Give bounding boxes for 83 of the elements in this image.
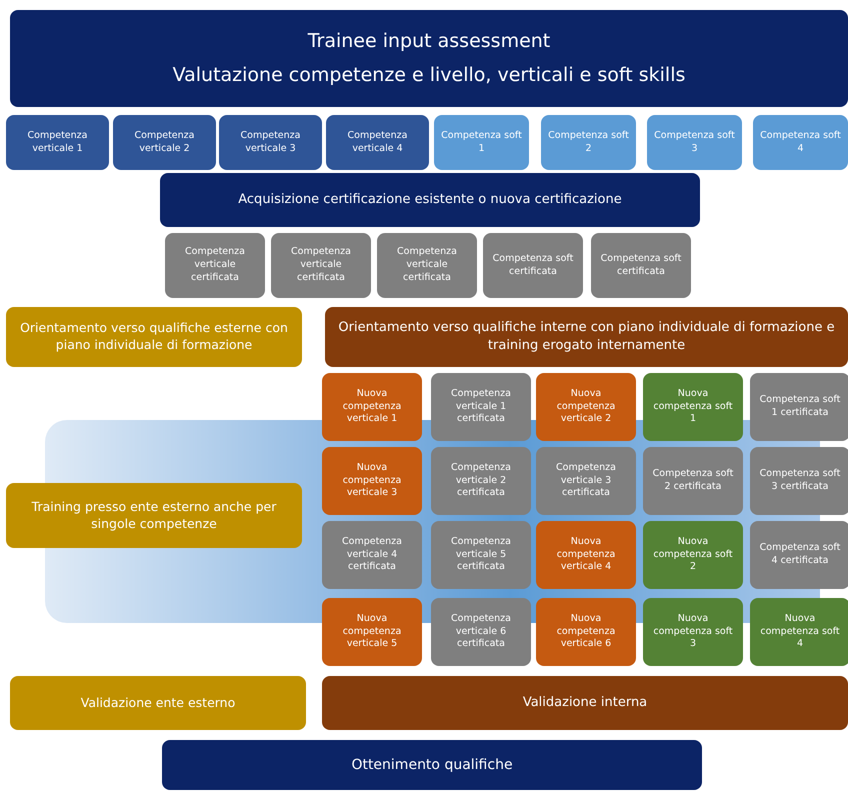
box-label: Orientamento verso qualifiche interne con piano individuale di formazione e training erogato internamente <box>337 319 836 355</box>
rounded-box <box>322 447 422 515</box>
box-label: Competenza soft 4 <box>759 130 842 156</box>
box-label: Competenza verticale 1 certificata <box>450 388 512 426</box>
box-label: Training presso ente esterno anche per singole competenze <box>30 498 278 532</box>
box-label: Nuova competenza verticale 4 <box>556 536 616 574</box>
rounded-box <box>6 115 109 170</box>
box-label: Competenza verticale certificata <box>290 246 352 285</box>
rounded-box <box>750 447 848 515</box>
box-label: Ottenimento qualifiche <box>351 756 513 774</box>
rounded-box <box>219 115 322 170</box>
rounded-box <box>753 115 848 170</box>
rounded-box <box>750 373 848 441</box>
rounded-box <box>165 233 265 298</box>
box-label: Nuova competenza soft 4 <box>759 612 841 652</box>
rounded-box <box>6 307 302 367</box>
rounded-box <box>431 598 531 666</box>
box-label: Nuova competenza soft 1 <box>652 388 734 426</box>
rounded-box <box>160 173 700 227</box>
rounded-box <box>326 115 429 170</box>
box-label: Nuova competenza verticale 5 <box>342 612 402 652</box>
box-label: Competenza soft 3 <box>653 130 736 156</box>
box-label: Competenza verticale 5 certificata <box>450 536 512 574</box>
rounded-box <box>10 676 306 730</box>
box-label: Competenza soft 1 <box>440 130 523 156</box>
rounded-box <box>431 373 531 441</box>
rounded-box <box>750 521 848 589</box>
rounded-box <box>10 10 848 107</box>
box-label: Nuova competenza verticale 2 <box>556 388 616 426</box>
box-label: Nuova competenza verticale 1 <box>342 388 402 426</box>
box-label: Competenza soft 2 certificata <box>652 468 734 494</box>
box-label: Competenza soft certificata <box>600 252 682 278</box>
box-label: Competenza verticale certificata <box>184 246 246 285</box>
box-label: Validazione ente esterno <box>80 694 236 712</box>
rounded-box <box>536 598 636 666</box>
rounded-box <box>322 676 848 730</box>
box-label: Nuova competenza soft 2 <box>652 536 734 574</box>
box-label: Competenza verticale 4 certificata <box>341 536 403 574</box>
box-label: Competenza soft certificata <box>492 252 574 278</box>
rounded-box <box>162 740 702 790</box>
rounded-box <box>643 521 743 589</box>
rounded-box <box>541 115 636 170</box>
rounded-box <box>483 233 583 298</box>
box-label: Valutazione competenze e livello, verticali e soft skills <box>172 62 686 88</box>
box-label: Competenza verticale 6 certificata <box>450 612 512 652</box>
box-label: Competenza soft 4 certificata <box>758 542 842 568</box>
box-label: Competenza verticale 1 <box>26 130 88 156</box>
rounded-box <box>431 447 531 515</box>
box-label: Nuova competenza verticale 3 <box>342 462 402 500</box>
rounded-box <box>643 447 743 515</box>
box-label: Nuova competenza verticale 6 <box>556 612 616 652</box>
box-label: Nuova competenza soft 3 <box>652 612 734 652</box>
rounded-box <box>434 115 529 170</box>
box-label: Competenza verticale 4 <box>346 130 408 156</box>
rounded-box <box>322 373 422 441</box>
box-heading: Trainee input assessment <box>308 28 550 54</box>
rounded-box <box>536 521 636 589</box>
box-label: Validazione interna <box>522 694 648 712</box>
box-label: Competenza verticale 2 certificata <box>450 462 512 500</box>
rounded-box <box>271 233 371 298</box>
rounded-box <box>536 373 636 441</box>
rounded-box <box>377 233 477 298</box>
rounded-box <box>591 233 691 298</box>
box-label: Competenza verticale 2 <box>134 130 196 156</box>
rounded-box <box>6 483 302 548</box>
box-label: Competenza soft 1 certificata <box>758 394 842 420</box>
rounded-box <box>647 115 742 170</box>
rounded-box <box>322 598 422 666</box>
box-label: Competenza soft 2 <box>547 130 630 156</box>
rounded-box <box>322 521 422 589</box>
rounded-box <box>750 598 848 666</box>
rounded-box <box>431 521 531 589</box>
box-label: Competenza verticale 3 certificata <box>555 462 617 500</box>
box-label: Competenza soft 3 certificata <box>758 468 842 494</box>
box-label: Acquisizione certificazione esistente o nuova certificazione <box>238 191 622 209</box>
rounded-box <box>536 447 636 515</box>
rounded-box <box>643 373 743 441</box>
rounded-box <box>325 307 848 367</box>
box-label: Competenza verticale 3 <box>240 130 302 156</box>
rounded-box <box>113 115 216 170</box>
box-label: Competenza verticale certificata <box>396 246 458 285</box>
rounded-box <box>643 598 743 666</box>
box-label: Orientamento verso qualifiche esterne con piano individuale di formazione <box>19 320 289 354</box>
